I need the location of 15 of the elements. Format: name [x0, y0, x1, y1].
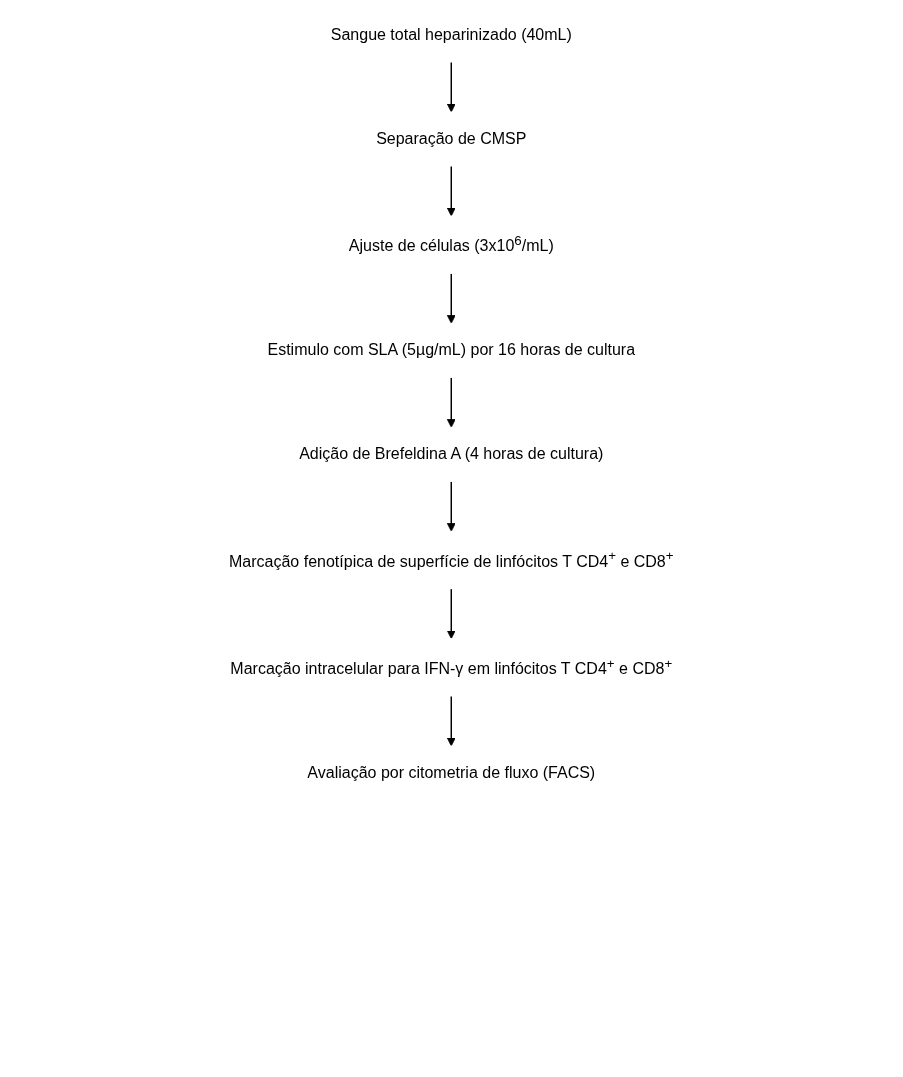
arrow: [447, 587, 456, 640]
node-text: Avaliação por citometria de fluxo (FACS): [307, 763, 596, 781]
arrow: [447, 695, 456, 747]
arrow: [447, 272, 456, 324]
node-text: Marcação intracelular para IFN-γ em linfócitos T CD4$^{+}$ e CD8$^{+}$: [230, 655, 673, 677]
node-text: Marcação fenotípica de superfície de linfócitos T CD4$^{+}$ e CD8$^{+}$: [229, 548, 674, 570]
arrow: [447, 376, 456, 428]
node-text: Separação de CMSP: [376, 130, 527, 147]
arrow: [447, 61, 456, 113]
node-text: Ajuste de células (3x10$^{6}$/mL): [349, 233, 554, 255]
arrow: [447, 165, 456, 217]
node-text: Sangue total heparinizado (40mL): [330, 26, 573, 43]
arrow: [447, 480, 456, 532]
node-text: Estimulo com SLA (5µg/mL) por 16 horas de cultura: [267, 341, 636, 359]
node-text: Adição de Brefeldina A (4 horas de cultura): [299, 445, 604, 463]
